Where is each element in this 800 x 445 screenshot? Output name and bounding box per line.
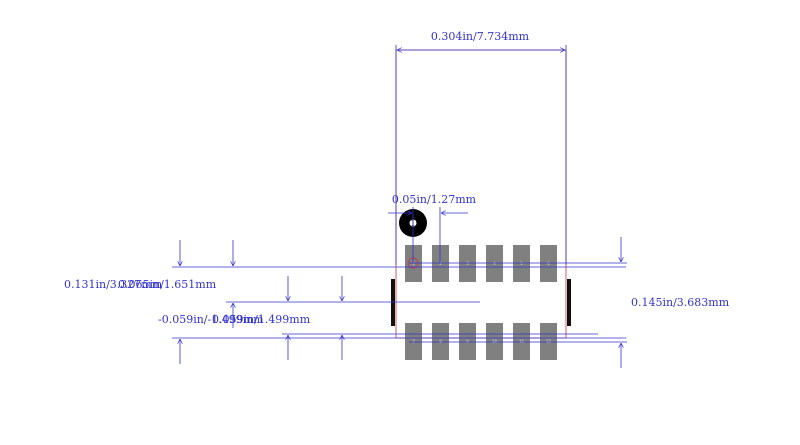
pad-row-top: 1 2 3 4 5 6: [405, 245, 557, 282]
bottom-row-pad-label: 10: [492, 339, 498, 344]
bottom-row-pad-label: 12: [546, 339, 552, 344]
top-row-pad: [486, 245, 503, 282]
bottom-row-pad-label: 8: [439, 339, 442, 344]
top-row-pad-label: 2: [439, 261, 442, 266]
bottom-row-pad: [513, 323, 530, 360]
bottom-row-pad-label: 7: [412, 339, 415, 344]
top-row-pad: [432, 245, 449, 282]
body-edge-right: [567, 279, 571, 326]
bottom-row-pad: [432, 323, 449, 360]
dimension-right-height: [409, 237, 627, 368]
bottom-row-pad: [540, 323, 557, 360]
dimension-width-top: [395, 45, 567, 265]
dimension-left-offset-b-label: 0.059in/1.499mm: [212, 313, 311, 326]
top-row-pad-label: 6: [547, 261, 550, 266]
bottom-row-pad-label: 11: [519, 339, 525, 344]
bottom-row-pad: [459, 323, 476, 360]
dimension-left-inner-label: 0.065in/1.651mm: [118, 278, 217, 291]
top-row-pad: [540, 245, 557, 282]
top-row-pad: [459, 245, 476, 282]
bottom-row-pad-label: 9: [466, 339, 469, 344]
dimension-right-height-label: 0.145in/3.683mm: [631, 296, 730, 309]
top-row-pad-label: 4: [493, 261, 496, 266]
bottom-row-pad: [486, 323, 503, 360]
dimension-left-lines: [172, 240, 626, 364]
top-row-pad-label: 1: [412, 261, 415, 266]
dimension-left-outer-label: 0.131in/3.327mm: [64, 278, 163, 291]
dimension-pitch: [388, 207, 468, 263]
top-row-pad: [513, 245, 530, 282]
dimension-left-offset-a-label: -0.059in/-1.499mm: [158, 313, 264, 326]
bottom-row-pad: [405, 323, 422, 360]
top-row-pad-label: 3: [466, 261, 469, 266]
dimension-width-top-label: 0.304in/7.734mm: [431, 30, 530, 43]
top-row-pad-label: 5: [520, 261, 523, 266]
body-edge-left: [391, 279, 395, 326]
dimension-pitch-label: 0.05in/1.27mm: [392, 193, 477, 206]
pad-row-bottom: 7 8 9 10 11 12: [405, 323, 557, 360]
top-row-pad: [405, 245, 422, 282]
